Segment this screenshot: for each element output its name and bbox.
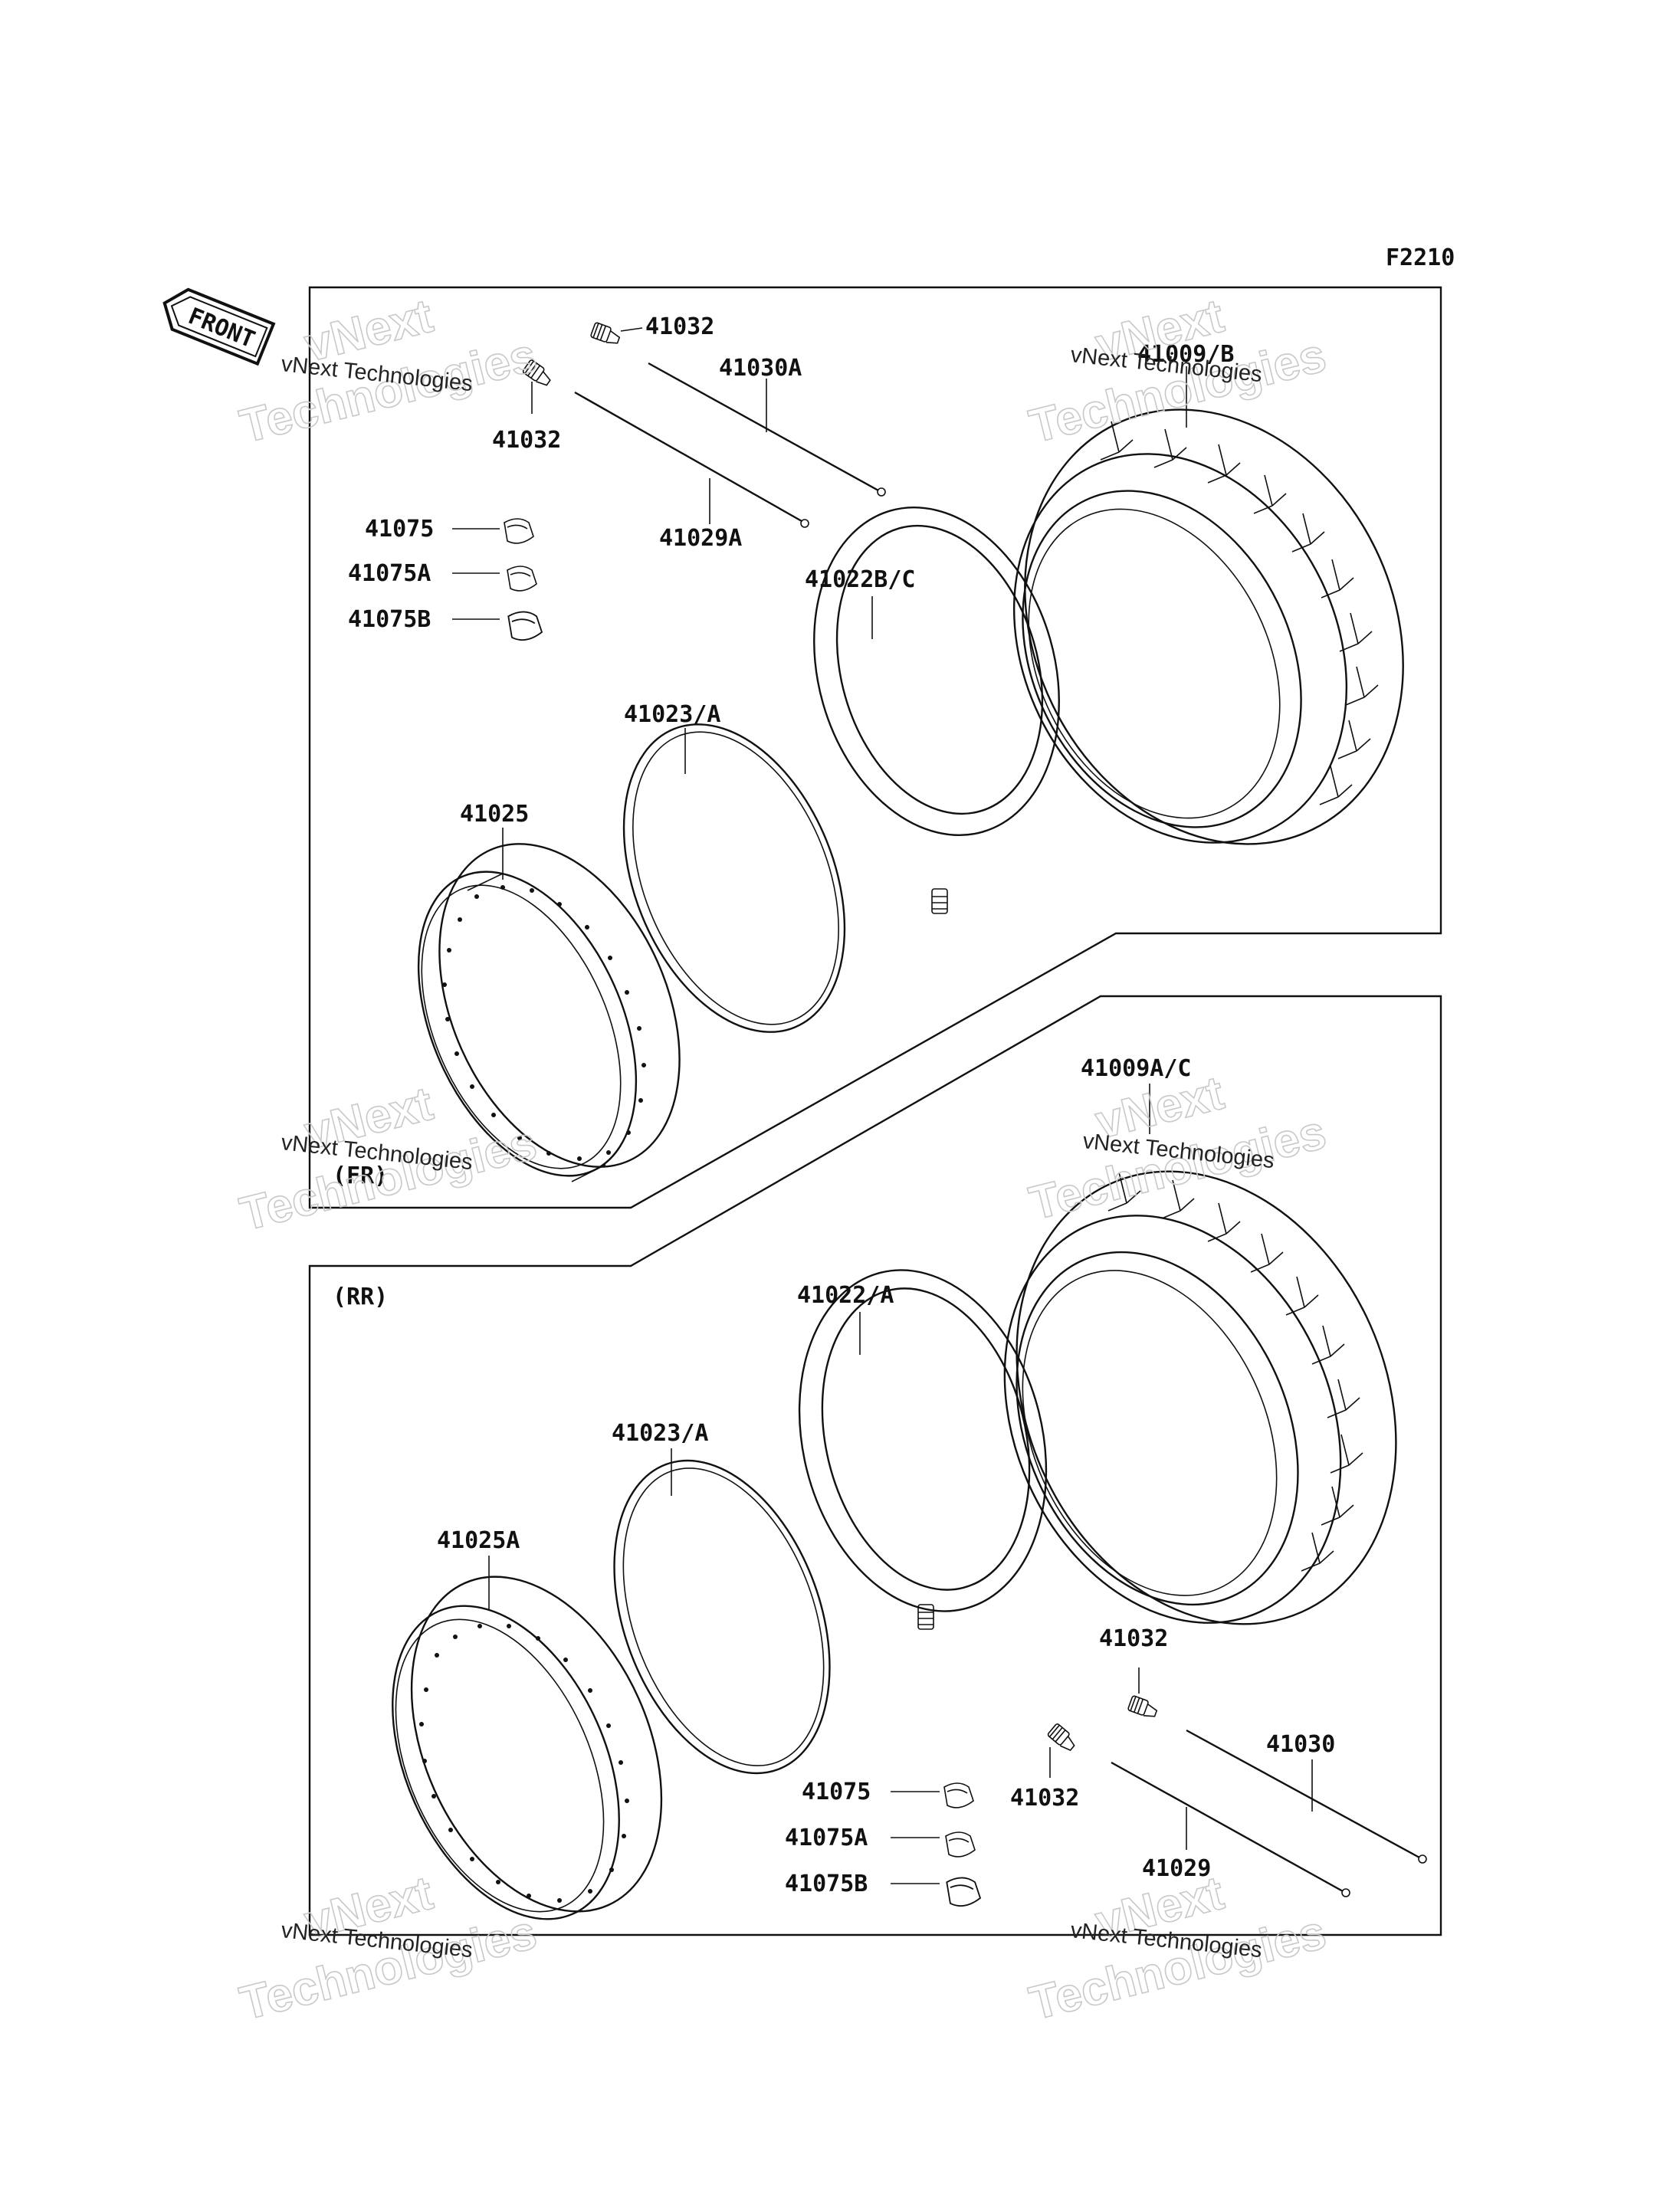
rim-front bbox=[417, 843, 681, 1182]
label-front-valve-left: 41032 bbox=[492, 427, 561, 454]
spoke-rear-b bbox=[1111, 1761, 1350, 1897]
label-front-spoke-b: 41029A bbox=[659, 525, 742, 552]
tube-front bbox=[813, 506, 1060, 914]
rim-band-front bbox=[622, 723, 846, 1033]
watermark: vNext Technologies vNext Technologies bbox=[235, 1077, 543, 1241]
spoke-rear-a bbox=[1186, 1729, 1427, 1864]
weight-icon bbox=[507, 566, 537, 592]
tube-rear bbox=[798, 1269, 1048, 1630]
rear-panel-border bbox=[308, 995, 1442, 1936]
label-front-weight-a: 41075A bbox=[348, 560, 431, 587]
label-front-tube: 41022B/C bbox=[805, 566, 916, 593]
label-front-spoke-a: 41030A bbox=[719, 355, 802, 382]
label-front-rim: 41025 bbox=[460, 801, 529, 828]
front-panel-border bbox=[308, 286, 1442, 1209]
tube-valve-icon bbox=[931, 888, 948, 914]
tube-valve-icon bbox=[917, 1604, 934, 1630]
valve-icon bbox=[1046, 1722, 1079, 1753]
label-rear-spoke-a: 41030 bbox=[1266, 1731, 1335, 1758]
weight-icon bbox=[946, 1877, 981, 1907]
front-arrow-icon: FRONT bbox=[162, 287, 276, 366]
weight-icon bbox=[504, 518, 534, 544]
label-rear-weight: 41075 bbox=[802, 1779, 871, 1805]
spoke-front-a bbox=[648, 362, 886, 497]
section-label-rear: (RR) bbox=[333, 1284, 388, 1310]
figure-id: F2210 bbox=[1386, 244, 1455, 271]
tire-front bbox=[1012, 408, 1404, 845]
label-front-band: 41023/A bbox=[624, 701, 720, 728]
label-front-valve-top: 41032 bbox=[645, 313, 714, 340]
watermark: vNext Technologies vNext Technologies bbox=[235, 1866, 543, 2031]
rim-rear bbox=[392, 1576, 663, 1920]
label-rear-spoke-b: 41029 bbox=[1142, 1855, 1211, 1882]
label-front-weight-b: 41075B bbox=[348, 606, 431, 633]
spoke-front-b bbox=[574, 391, 809, 528]
label-front-weight: 41075 bbox=[365, 516, 434, 543]
watermark: vNext Technologies vNext Technologies bbox=[1024, 1066, 1332, 1231]
section-label-front: (FR) bbox=[333, 1162, 388, 1189]
weight-icon bbox=[507, 611, 543, 641]
watermark: vNext Technologies vNext Technologies bbox=[1024, 1866, 1332, 2031]
label-rear-rim: 41025A bbox=[437, 1527, 520, 1554]
label-rear-band: 41023/A bbox=[612, 1420, 708, 1447]
weight-icon bbox=[943, 1782, 974, 1808]
label-rear-weight-b: 41075B bbox=[785, 1871, 868, 1897]
weight-icon bbox=[945, 1831, 976, 1858]
watermark: vNext Technologies vNext Technologies bbox=[1024, 289, 1332, 454]
valve-icon bbox=[589, 321, 622, 347]
label-rear-valve-bottom: 41032 bbox=[1010, 1785, 1079, 1812]
label-front-tire: 41009/B bbox=[1137, 341, 1234, 368]
label-rear-weight-a: 41075A bbox=[785, 1825, 868, 1851]
label-rear-tube: 41022/A bbox=[797, 1282, 894, 1309]
label-rear-valve-top: 41032 bbox=[1099, 1625, 1168, 1652]
label-rear-tire: 41009A/C bbox=[1081, 1055, 1192, 1082]
rim-band-rear bbox=[613, 1459, 831, 1775]
valve-icon bbox=[1127, 1694, 1160, 1720]
tire-rear bbox=[1003, 1170, 1397, 1625]
